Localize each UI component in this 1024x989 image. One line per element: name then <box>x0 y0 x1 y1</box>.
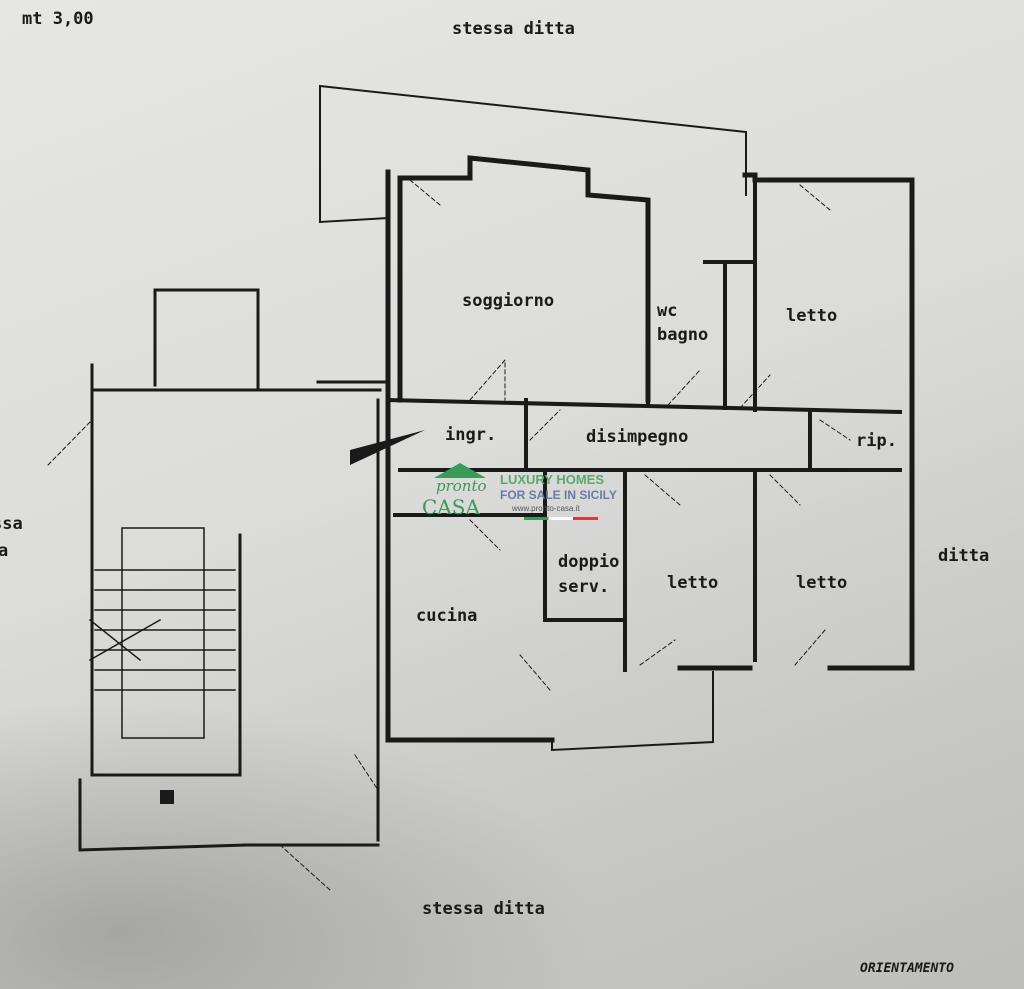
entry-arrow <box>350 430 425 465</box>
scale-note: mt 3,00 <box>22 9 94 29</box>
logo-casa: CASA <box>422 495 480 519</box>
room-serv: serv. <box>558 577 610 597</box>
logo-line2: FOR SALE IN SICILY <box>500 488 617 502</box>
neighbor-north-label: stessa ditta <box>452 19 575 39</box>
orientation-label: ORIENTAMENTO <box>860 961 954 976</box>
room-letto-east: letto <box>796 573 848 593</box>
stair-treads <box>88 527 236 739</box>
neighbor-east-label: ditta <box>938 546 990 566</box>
room-disimpegno: disimpegno <box>586 427 689 447</box>
room-ripostiglio: rip. <box>856 431 897 451</box>
balcony-north <box>319 84 747 223</box>
logo-url: www.pronto-casa.it <box>512 504 580 513</box>
door-swings <box>47 179 851 891</box>
room-bagno: bagno <box>657 325 709 345</box>
exterior-walls <box>385 155 915 743</box>
neighbor-west-label-1: ssa <box>0 514 23 534</box>
logo-line1: LUXURY HOMES <box>500 472 605 487</box>
interior-walls <box>385 178 903 672</box>
house-icon <box>434 463 486 478</box>
room-ingresso: ingr. <box>445 425 497 445</box>
watermark-logo: pronto CASA LUXURY HOMES FOR SALE IN SIC… <box>420 463 617 525</box>
neighbor-west-label-2: a <box>0 541 9 561</box>
room-cucina: cucina <box>416 606 478 626</box>
neighbor-south-label: stessa ditta <box>422 899 545 919</box>
room-doppio: doppio <box>558 552 620 572</box>
column-marker <box>160 790 174 804</box>
balcony-south <box>551 671 714 752</box>
balcony-edge <box>318 216 390 224</box>
flag-bar <box>524 517 598 520</box>
room-letto-northeast: letto <box>786 306 838 326</box>
room-wc: wc <box>657 301 678 321</box>
logo-pronto: pronto <box>436 477 487 495</box>
staircase-block <box>78 288 387 852</box>
room-soggiorno: soggiorno <box>462 291 555 311</box>
room-letto-center: letto <box>667 573 719 593</box>
